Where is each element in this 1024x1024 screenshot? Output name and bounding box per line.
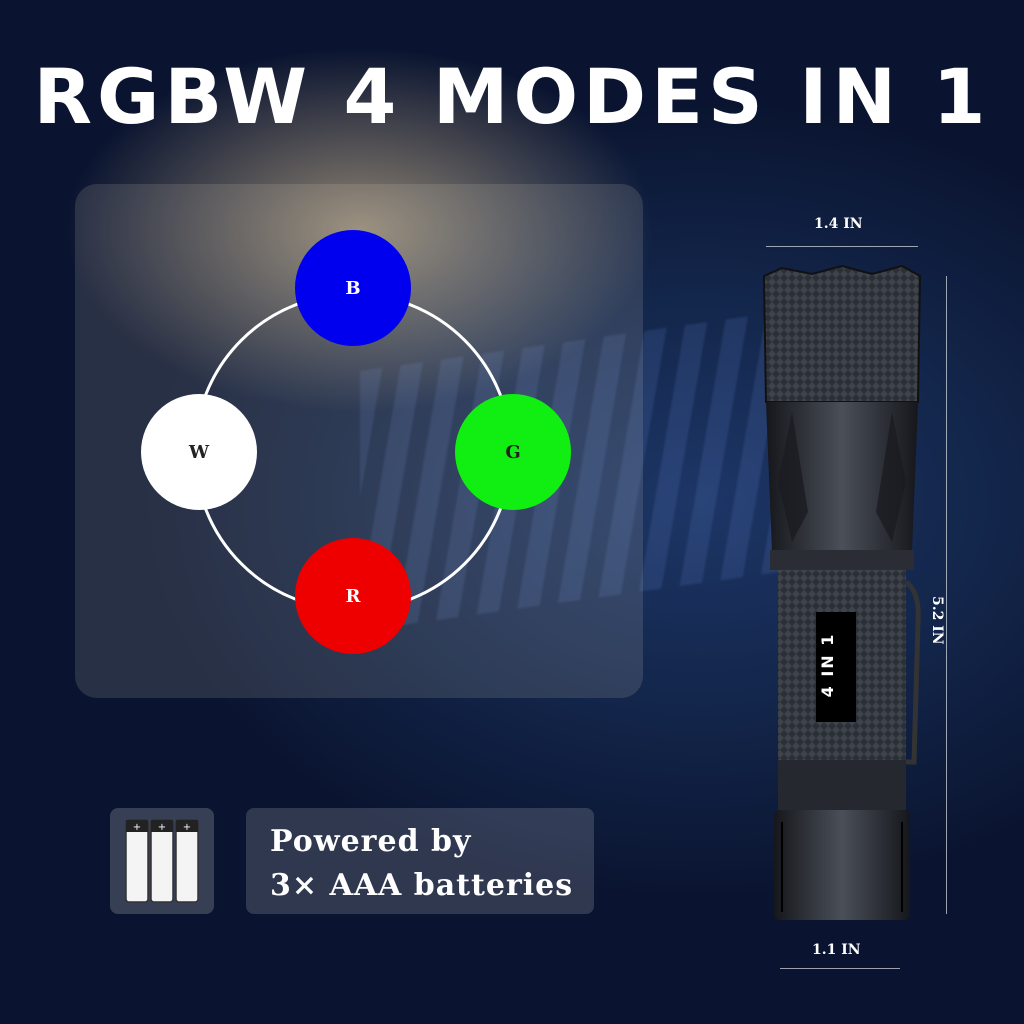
power-info-box: Powered by 3× AAA batteries <box>246 808 594 914</box>
height-line <box>946 276 947 914</box>
width-bottom-label: 1.1 IN <box>812 942 861 958</box>
mode-green: G <box>455 394 571 510</box>
svg-text:+: + <box>158 822 166 833</box>
page-title: RGBW 4 MODES IN 1 <box>33 52 991 141</box>
battery-icon-box: + + + <box>110 808 214 914</box>
power-line-1: Powered by <box>270 824 472 859</box>
mode-red-label: R <box>345 585 361 607</box>
width-bottom-line <box>780 968 900 969</box>
width-top-line <box>766 246 918 247</box>
width-top-label: 1.4 IN <box>814 216 863 232</box>
mode-blue-label: B <box>345 277 361 299</box>
battery-icon: + + + <box>125 819 199 903</box>
mode-white-label: W <box>188 441 210 463</box>
mode-panel: B W G R <box>75 184 643 698</box>
svg-text:+: + <box>183 822 191 833</box>
svg-text:+: + <box>133 822 141 833</box>
mode-blue: B <box>295 230 411 346</box>
flashlight-band-label: 4 IN 1 <box>818 632 837 698</box>
power-text: Powered by 3× AAA batteries <box>270 820 573 908</box>
power-line-2: 3× AAA batteries <box>270 868 574 903</box>
mode-red: R <box>295 538 411 654</box>
flashlight-image <box>762 264 922 920</box>
mode-green-label: G <box>505 441 521 463</box>
mode-white: W <box>141 394 257 510</box>
